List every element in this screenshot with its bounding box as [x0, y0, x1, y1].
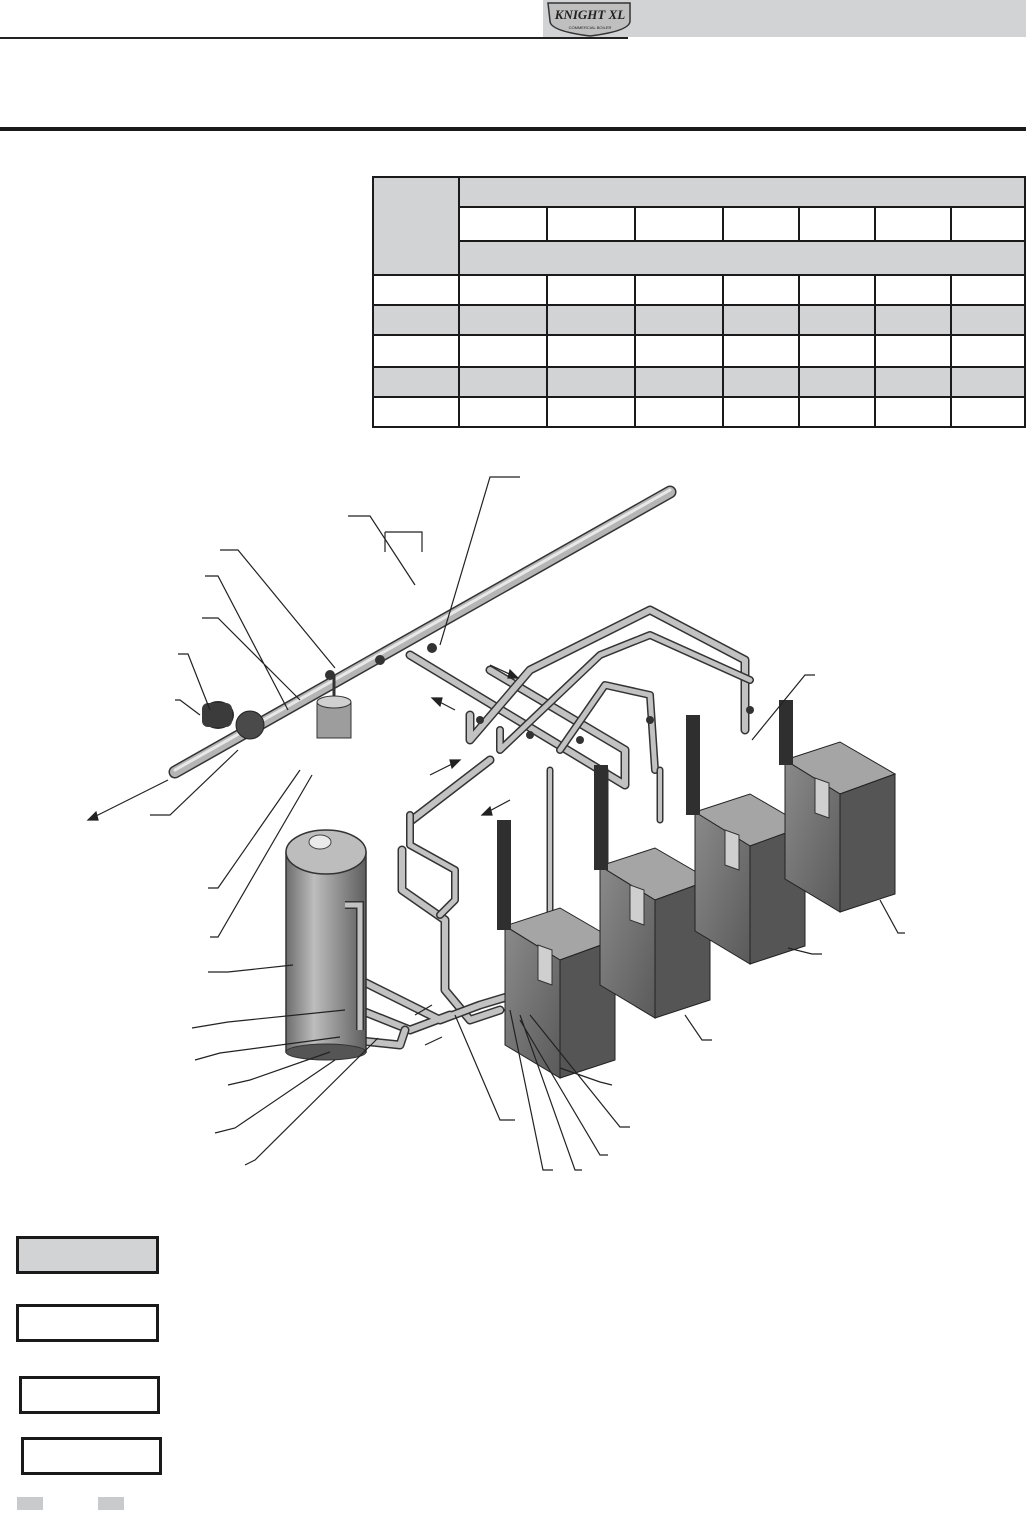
water-heater — [285, 829, 367, 1061]
table-row — [372, 396, 1026, 428]
legend-outline-box — [19, 1376, 160, 1414]
valve-cluster — [325, 643, 754, 744]
table-col-header — [949, 206, 1026, 242]
table-col-header — [722, 206, 800, 242]
legend-swatch — [17, 1497, 43, 1510]
header-rule — [0, 37, 628, 39]
table-col-header — [546, 206, 636, 242]
legend-swatch — [98, 1497, 124, 1510]
table-row — [372, 334, 1026, 368]
boiler-4 — [779, 700, 897, 913]
boiler-2 — [594, 765, 712, 1019]
brand-logo: KNIGHT XL COMMERCIAL BOILER — [547, 2, 631, 37]
piping-diagram — [86, 476, 905, 1171]
table-group-header — [457, 176, 1026, 208]
table-col-header — [874, 206, 952, 242]
table-row — [372, 366, 1026, 398]
legend-outline-box — [21, 1437, 162, 1475]
brand-logo-text: KNIGHT XL — [554, 7, 625, 22]
expansion-tank — [316, 675, 352, 739]
table-row — [372, 304, 1026, 336]
table-col-header — [458, 206, 548, 242]
flow-arrows — [86, 664, 520, 1046]
boiler-3 — [686, 715, 807, 965]
table-row — [372, 274, 1026, 306]
table-col-header — [634, 206, 724, 242]
brand-logo-subtitle: COMMERCIAL BOILER — [569, 25, 612, 30]
system-pump — [202, 701, 265, 740]
boiler-1 — [497, 820, 617, 1079]
legend-outline-box — [16, 1304, 159, 1342]
spec-table — [372, 176, 1026, 428]
section-rule — [0, 127, 1026, 131]
table-col-header — [798, 206, 876, 242]
callout-leaders — [150, 476, 905, 1171]
legend-shaded-box — [16, 1236, 159, 1274]
table-subheader — [457, 240, 1026, 276]
table-corner-header — [372, 176, 460, 276]
